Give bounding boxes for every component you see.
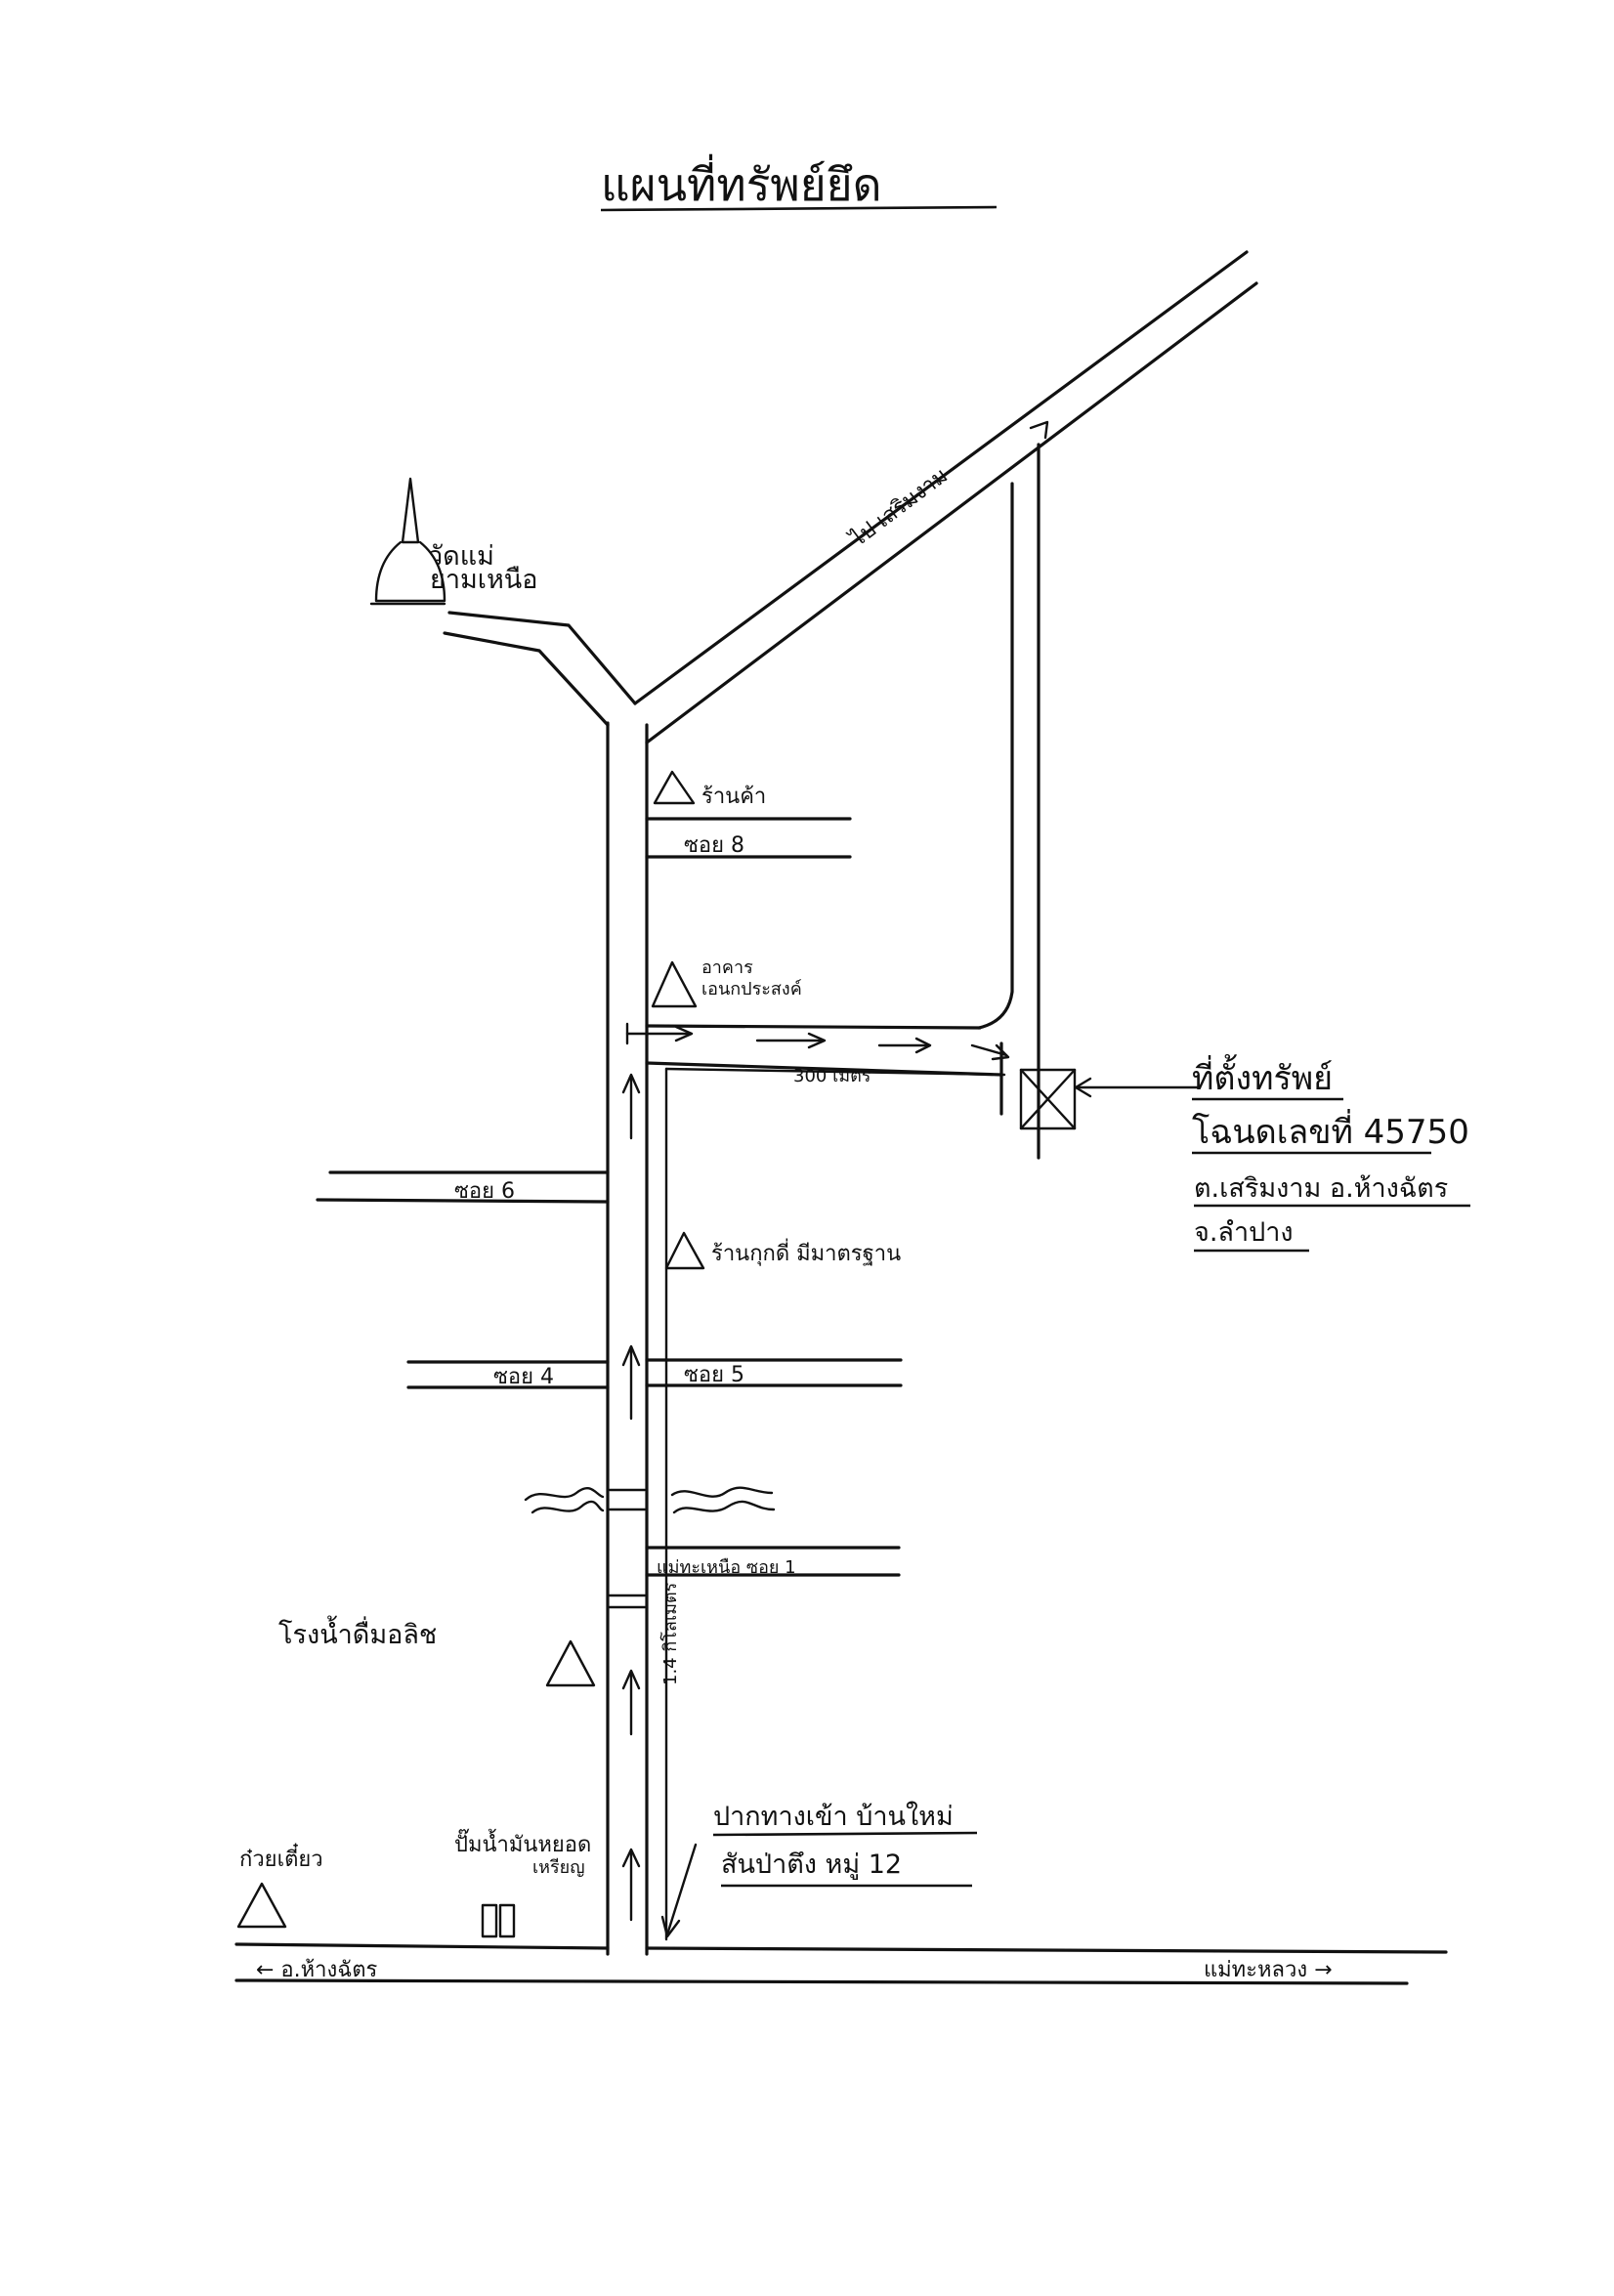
temple-label-line2: ยามเหนือ (430, 565, 537, 595)
property-access-road (977, 443, 1041, 1160)
road-label-soi-6: ซอย 6 (454, 1179, 515, 1204)
soi-6-road (316, 1170, 610, 1204)
building-label-line2: เอนกประสงค์ (701, 979, 802, 999)
arrow-left-icon (1074, 1077, 1202, 1098)
noodle-left-landmark: ก๋วยเตี๋ยว (236, 1843, 323, 1929)
arrow-up-right-icon (1029, 420, 1049, 440)
triangle-marker-icon (651, 960, 698, 1008)
property-label-line1: ที่ตั้งทรัพย์ (1192, 1054, 1333, 1098)
road-label-soi-1: แม่ทะเหนือ ซอย 1 (657, 1557, 796, 1578)
arrow-right-icon (625, 1022, 694, 1045)
arrow-up-icon (621, 1073, 641, 1140)
arrow-right-icon (970, 1043, 1010, 1061)
soi-4-road (406, 1360, 610, 1389)
main-highway (234, 1942, 1448, 1985)
road-label-soi-8: ซอย 8 (684, 833, 744, 858)
water-plant-landmark: โรงน้ำดื่มอลิช (278, 1615, 596, 1687)
triangle-marker-icon (664, 1231, 705, 1270)
property-box-icon (1019, 1068, 1077, 1130)
building-landmark: อาคาร เอนกประสงค์ (651, 957, 802, 1008)
river (524, 1486, 776, 1514)
triangle-marker-icon (236, 1882, 287, 1929)
noodle-left-label: ก๋วยเตี๋ยว (239, 1843, 323, 1872)
temple-label-line1: วัดแม่ (428, 541, 494, 572)
distance-1-4km-indicator: 1.4 กิโลเมตร (659, 1582, 681, 1685)
gas-station-label-line2: เหรียญ (532, 1857, 585, 1878)
property-label-line4: จ.ลำปาง (1194, 1217, 1294, 1248)
stupa-icon (369, 477, 446, 606)
entrance-line2: สันป่าตึง หมู่ 12 (721, 1850, 902, 1880)
road-label-soem-ngam: ไป เสริมงาม (844, 463, 953, 553)
pointer-arrow-icon (665, 1843, 698, 1936)
property-location: ที่ตั้งทรัพย์ โฉนดเลขที่ 45750 ต.เสริมงา… (1019, 1054, 1470, 1253)
shop-top-label: ร้านค้า (701, 785, 766, 809)
map-title-text: แผนที่ทรัพย์ยึด (601, 153, 882, 211)
road-label-soi-4: ซอย 4 (493, 1365, 554, 1389)
shop-top-landmark: ร้านค้า (653, 770, 766, 809)
arrow-right-icon (877, 1037, 932, 1054)
property-label-line3: ต.เสริมงาม อ.ห้างฉัตร (1194, 1173, 1448, 1204)
arrow-right-icon (755, 1032, 827, 1049)
soi-1-road (608, 1546, 901, 1609)
property-label-line2: โฉนดเลขที่ 45750 (1192, 1109, 1469, 1152)
temple-branch-road (443, 611, 637, 727)
distance-300m-indicator: 300 เมตร (664, 1066, 1006, 1941)
gas-station-landmark: ปั๊มน้ำมันหยอด เหรียญ (454, 1828, 591, 1938)
triangle-marker-icon (545, 1639, 596, 1687)
noodle-shop-label: ร้านกุกดี่ มีมาตรฐาน (711, 1238, 901, 1266)
road-label-soi-5: ซอย 5 (684, 1363, 744, 1387)
gas-station-label-line1: ปั๊มน้ำมันหยอด (454, 1828, 591, 1857)
road-label-mae-tha-luang: แม่ทะหลวง → (1204, 1958, 1333, 1982)
temple-landmark: วัดแม่ ยามเหนือ (369, 477, 537, 606)
road-label-hang-chat: ← อ.ห้างฉัตร (256, 1958, 378, 1982)
building-label-line1: อาคาร (701, 957, 753, 978)
arrow-up-icon (621, 1344, 641, 1421)
distance-1-4km-label: 1.4 กิโลเมตร (659, 1582, 681, 1685)
entrance-note: ปากทางเข้า บ้านใหม่ สันป่าตึง หมู่ 12 (660, 1801, 978, 1938)
noodle-shop-landmark: ร้านกุกดี่ มีมาตรฐาน (664, 1231, 901, 1270)
triangle-marker-icon (653, 770, 696, 805)
soem-ngam-road (633, 250, 1258, 744)
main-road (606, 721, 649, 1956)
route-arrows (621, 420, 1049, 1922)
distance-300m-label: 300 เมตร (793, 1066, 871, 1086)
entrance-line1: ปากทางเข้า บ้านใหม่ (713, 1801, 954, 1832)
arrow-up-icon (621, 1669, 641, 1736)
gas-pump-icon (481, 1903, 516, 1938)
map-title: แผนที่ทรัพย์ยึด (600, 153, 998, 212)
arrow-up-icon (621, 1848, 641, 1922)
soi-5-road (645, 1358, 903, 1387)
water-plant-label: โรงน้ำดื่มอลิช (278, 1615, 437, 1650)
soi-8-road (645, 817, 852, 859)
